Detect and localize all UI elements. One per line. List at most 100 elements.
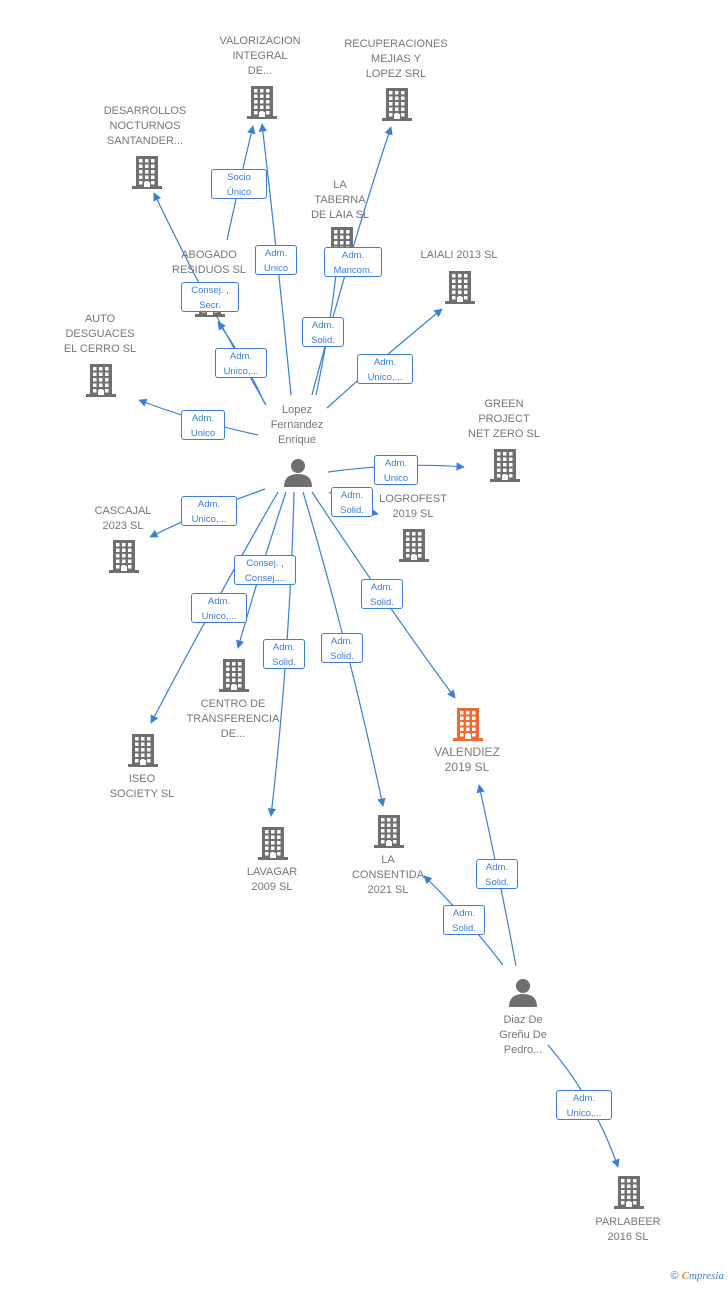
edge-label-lopez-to-logrofest[interactable]: Adm.Solid. <box>331 487 373 517</box>
edge-label-line: Secr. <box>199 300 221 311</box>
edge-label-line: Adm. <box>229 351 253 362</box>
edge-label-lopez-to-lavagar[interactable]: Adm.Solid. <box>263 639 305 669</box>
edge-label-lopez-to-cascajal[interactable]: Adm.Unico,... <box>181 496 237 526</box>
node-label-lavagar[interactable]: LAVAGAR 2009 SL <box>212 865 332 895</box>
edge-label-line: Adm. <box>191 413 215 424</box>
node-label-line: LA <box>333 179 347 191</box>
edge-label-line: Adm. <box>197 499 221 510</box>
node-label-line: LAIALI 2013 SL <box>420 249 498 261</box>
edge-label-lopez-to-valorizacion[interactable]: Adm.Unico <box>255 245 297 275</box>
building-icon-recuperaciones[interactable] <box>382 88 412 121</box>
edge-label-line: Solid. <box>452 923 476 934</box>
edge-label-lopez-to-consentida[interactable]: Adm. Solid. <box>321 633 363 663</box>
node-label-line: 2009 SL <box>251 881 293 893</box>
edge-label-line: Adm. <box>572 1093 596 1104</box>
building-icon-valorizacion[interactable] <box>247 86 277 119</box>
node-label-line: TRANSFERENCIA <box>186 713 280 725</box>
edge-label-diaz-to-parlabeer[interactable]: Adm. Unico,... <box>556 1090 612 1120</box>
edge-label-line: Unico <box>190 428 216 439</box>
node-label-line: GREEN <box>484 398 524 410</box>
node-label-line: 2021 SL <box>367 884 409 896</box>
edge-label-diaz-to-consentida[interactable]: Adm.Solid. <box>443 905 485 935</box>
person-icon-lopez[interactable] <box>284 459 312 487</box>
edge-label-lopez-to-laiali[interactable]: Adm. Unico,... <box>357 354 413 384</box>
edge-label-lopez-to-desarrollos[interactable]: Consej. , Secr. <box>181 282 239 312</box>
building-icon-laiali[interactable] <box>445 271 475 304</box>
edge-label-lopez-to-valendiez[interactable]: Adm.Solid. <box>361 579 403 609</box>
building-icon-auto[interactable] <box>86 364 116 397</box>
edge-label-line: Unico <box>263 263 289 274</box>
edge-label-line: Adm. <box>373 357 397 368</box>
building-icon-logrofest[interactable] <box>399 529 429 562</box>
edge-label-lopez-to-green[interactable]: Adm.Unico <box>374 455 418 485</box>
node-label-line: LOPEZ SRL <box>365 68 427 80</box>
edge-label-line: Adm. <box>330 636 354 647</box>
node-label-line: DESGUACES <box>65 328 135 340</box>
node-label-line: RECUPERACIONES <box>344 38 448 50</box>
building-icon-iseo[interactable] <box>128 734 158 767</box>
person-icon-diaz[interactable] <box>509 979 537 1007</box>
edge-label-line: Adm. <box>207 596 231 607</box>
building-icon-lavagar[interactable] <box>258 827 288 860</box>
building-icon-consentida[interactable] <box>374 815 404 848</box>
edge-label-lopez-to-centro[interactable]: Consej. ,Consej.... <box>234 555 296 585</box>
edge-label-line: Unico,... <box>566 1108 602 1119</box>
node-label-line: RESIDUOS SL <box>172 264 246 276</box>
building-icon-parlabeer[interactable] <box>614 1176 644 1209</box>
node-label-line: PROJECT <box>478 413 530 425</box>
edge-label-line: Solid. <box>330 651 354 662</box>
edge-label-line: Consej.... <box>244 573 286 584</box>
building-icon-desarrollos[interactable] <box>132 156 162 189</box>
building-icon-valendiez[interactable] <box>453 708 483 741</box>
node-label-logrofest[interactable]: LOGROFEST 2019 SL <box>353 492 473 522</box>
building-icon-cascajal[interactable] <box>109 540 139 573</box>
node-label-line: DE... <box>247 65 273 77</box>
building-icon-centro[interactable] <box>219 659 249 692</box>
edge-label-line: Adm. <box>272 642 296 653</box>
edge-label-line: Unico,... <box>223 366 259 377</box>
edge-label-diaz-to-valendiez[interactable]: Adm.Solid. <box>476 859 518 889</box>
node-label-line: NOCTURNOS <box>109 120 181 132</box>
brand-name: mpresia <box>688 1270 724 1282</box>
node-label-line: SANTANDER... <box>106 135 184 147</box>
node-label-line: VALORIZACION <box>219 35 301 47</box>
node-label-line: 2019 SL <box>392 508 434 520</box>
edge-label-line: Unico,... <box>367 372 403 383</box>
node-label-line: Pedro... <box>503 1044 543 1056</box>
edge-label-line: Solid. <box>311 335 335 346</box>
edge-label-lopez-to-auto[interactable]: Adm. Unico <box>181 410 225 440</box>
edge-label-line: Adm. <box>370 582 394 593</box>
edge-label-lopez-to-taberna[interactable]: Adm.Solid. <box>302 317 344 347</box>
edge-label-line: Consej. , <box>191 285 229 296</box>
node-label-line: TABERNA <box>314 194 366 206</box>
node-label-line: LAVAGAR <box>246 866 298 878</box>
building-icon-green[interactable] <box>490 449 520 482</box>
node-label-line: CASCAJAL <box>94 505 152 517</box>
edge-label-lopez-to-iseo[interactable]: Adm.Unico,... <box>191 593 247 623</box>
edge-label-lopez-to-recuperaciones[interactable]: Adm.Mancom. <box>324 247 382 277</box>
copyright-symbol: © <box>670 1270 679 1282</box>
node-label-line: 2019 SL <box>444 760 490 774</box>
node-label-line: LOGROFEST <box>379 493 447 505</box>
edge-label-line: Único <box>226 187 252 198</box>
edge-label-lopez-to-abogado[interactable]: Adm. Unico,... <box>215 348 267 378</box>
node-label-line: VALENDIEZ <box>434 745 500 759</box>
node-label-laiali[interactable]: LAIALI 2013 SL <box>399 248 519 263</box>
node-label-line: CONSENTIDA <box>351 869 425 881</box>
